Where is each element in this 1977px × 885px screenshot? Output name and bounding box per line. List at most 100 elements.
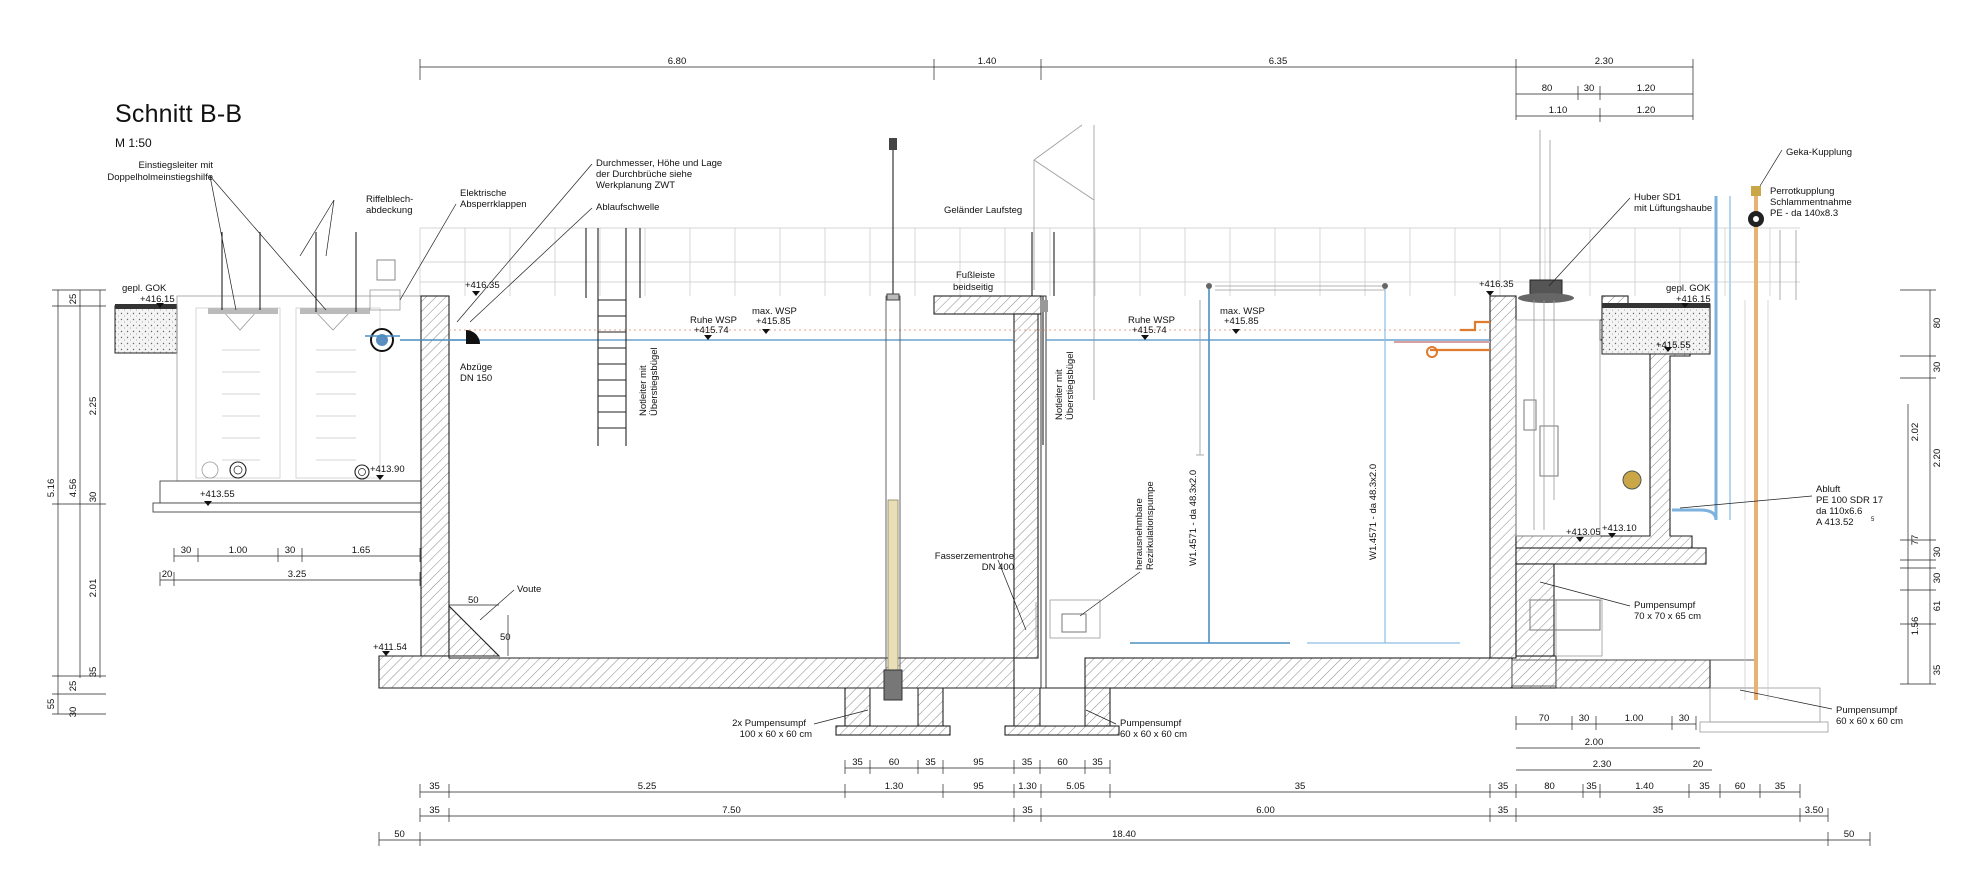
dim-b1-4: 35 — [1022, 757, 1033, 768]
dim-lv-5: 2.01 — [88, 579, 99, 598]
dim-b2-12: 60 — [1735, 781, 1746, 792]
level-gok-right: +416.15 — [1676, 294, 1711, 305]
label-ablauf: Ablaufschwelle — [596, 202, 659, 213]
base-slab — [378, 655, 1829, 736]
level-ruhe-label-1: Ruhe WSP — [690, 315, 737, 326]
perrot-pipes — [1672, 186, 1797, 700]
dim-rc-3: 30 — [1679, 713, 1690, 724]
label-abluft-4: A 413.52 — [1816, 517, 1854, 528]
dim-b3-6: 3.50 — [1805, 805, 1824, 816]
ground-left — [114, 304, 178, 354]
dim-b2-6: 35 — [1295, 781, 1306, 792]
dim-b1-2: 35 — [925, 757, 936, 768]
dim-lv-9: 30 — [68, 707, 79, 718]
voute-dim-h: 50 — [468, 595, 479, 606]
level-chamber-floor-2: +413.10 — [1602, 523, 1637, 534]
label-huber-1: Huber SD1 — [1634, 192, 1681, 203]
level-ruhe-1: +415.74 — [694, 325, 729, 336]
dim-top-5: 80 — [1542, 83, 1553, 94]
dim-rc-2: 1.00 — [1625, 713, 1644, 724]
dim-b2-0: 35 — [429, 781, 440, 792]
dim-b3-1: 7.50 — [722, 805, 741, 816]
dim-rc-6: 20 — [1693, 759, 1704, 770]
dim-rv-1: 30 — [1932, 362, 1943, 373]
label-perrot-2: Schlammentnahme — [1770, 197, 1852, 208]
dim-lv-2: 4.56 — [68, 479, 79, 498]
label-sumpf-r-2: 70 x 70 x 65 cm — [1634, 611, 1701, 622]
dim-lv-7: 25 — [68, 681, 79, 692]
label-voute: Voute — [517, 584, 541, 595]
label-huber-2: mit Lüftungshaube — [1634, 203, 1712, 214]
dim-b2-7: 35 — [1498, 781, 1509, 792]
label-durchm-1: Durchmesser, Höhe und Lage — [596, 158, 722, 169]
label-notleiter-b2: Überstiegsbügel — [1065, 351, 1076, 420]
dim-top-7: 1.20 — [1637, 83, 1656, 94]
level-gok-right-label: gepl. GOK — [1666, 283, 1711, 294]
dim-b4-2: 50 — [1844, 829, 1855, 840]
label-sumpf-l-2: 100 x 60 x 60 cm — [740, 729, 812, 740]
label-abluft-1: Abluft — [1816, 484, 1841, 495]
dim-b1-1: 60 — [889, 757, 900, 768]
label-perrot-1: Perrotkupplung — [1770, 186, 1834, 197]
dim-b2-13: 35 — [1775, 781, 1786, 792]
dim-b1-3: 95 — [973, 757, 984, 768]
dim-rv-2: 2.02 — [1910, 423, 1921, 442]
dim-lv-4: 30 — [88, 492, 99, 503]
label-fasser-1: Fasserzementrohe — [935, 551, 1014, 562]
label-einstiegsleiter-2: Doppelholmeinstiegshilfe — [107, 172, 213, 183]
dim-b2-9: 35 — [1586, 781, 1597, 792]
label-durchm-3: Werkplanung ZWT — [596, 180, 675, 191]
level-max-1: +415.85 — [756, 316, 791, 327]
label-riffelblech-2: abdeckung — [366, 205, 412, 216]
dim-rv-6: 30 — [1932, 573, 1943, 584]
water-levels — [449, 329, 1490, 341]
dim-lv-6: 35 — [88, 667, 99, 678]
left-wall — [420, 295, 450, 657]
dim-b2-2: 1.30 — [885, 781, 904, 792]
level-max-label-2: max. WSP — [1220, 306, 1265, 317]
label-elektr-1: Elektrische — [460, 188, 506, 199]
dim-lh-4: 20 — [162, 569, 173, 580]
label-rezirk-1: herausnehmbare — [1134, 498, 1145, 570]
dim-b3-0: 35 — [429, 805, 440, 816]
label-perrot-3: PE - da 140x8.3 — [1770, 208, 1838, 219]
dim-top-8: 1.10 — [1549, 105, 1568, 116]
label-pipe-1: W1.4571 - da 48.3x2.0 — [1188, 470, 1199, 566]
huber-unit — [1518, 130, 1574, 530]
dim-rc-1: 30 — [1579, 713, 1590, 724]
dim-b3-3: 6.00 — [1256, 805, 1275, 816]
dim-b2-1: 5.25 — [638, 781, 657, 792]
label-riffelblech-1: Riffelblech- — [366, 194, 413, 205]
label-durchm-2: der Durchbrüche siehe — [596, 169, 692, 180]
center-wall — [933, 295, 1047, 689]
label-sumpf-r-1: Pumpensumpf — [1634, 600, 1696, 611]
label-notleiter-a2: Überstiegsbügel — [649, 347, 660, 416]
dim-rv-7: 61 — [1932, 601, 1943, 612]
level-chamber-left-base: +413.55 — [200, 489, 235, 500]
dim-b2-11: 35 — [1699, 781, 1710, 792]
label-abluft-3: da 110x6.6 — [1816, 506, 1862, 517]
dim-b3-5: 35 — [1653, 805, 1664, 816]
dim-rv-5: 30 — [1932, 547, 1943, 558]
crane — [1031, 124, 1095, 445]
dim-top-9: 1.20 — [1637, 105, 1656, 116]
dim-rc-4: 2.00 — [1585, 737, 1604, 748]
dim-rc-0: 70 — [1539, 713, 1550, 724]
level-gok-left: +416.15 — [140, 294, 175, 305]
dim-lh-0: 30 — [181, 545, 192, 556]
level-top-left: +416.35 — [465, 280, 500, 291]
dim-lv-0: 25 — [68, 294, 79, 305]
dim-lh-3: 1.65 — [352, 545, 371, 556]
voute-dim-v: 50 — [500, 632, 511, 643]
dim-top-2: 1.40 — [978, 56, 997, 67]
label-abzuege-2: DN 150 — [460, 373, 492, 384]
dim-rv-4: 77 — [1910, 535, 1921, 546]
dim-b2-4: 1.30 — [1018, 781, 1037, 792]
label-pipe-2: W1.4571 - da 48.3x2.0 — [1368, 464, 1379, 560]
annotations: Einstiegsleiter mit Doppelholmeinstiegsh… — [107, 147, 1903, 740]
dim-b1-6: 35 — [1092, 757, 1103, 768]
